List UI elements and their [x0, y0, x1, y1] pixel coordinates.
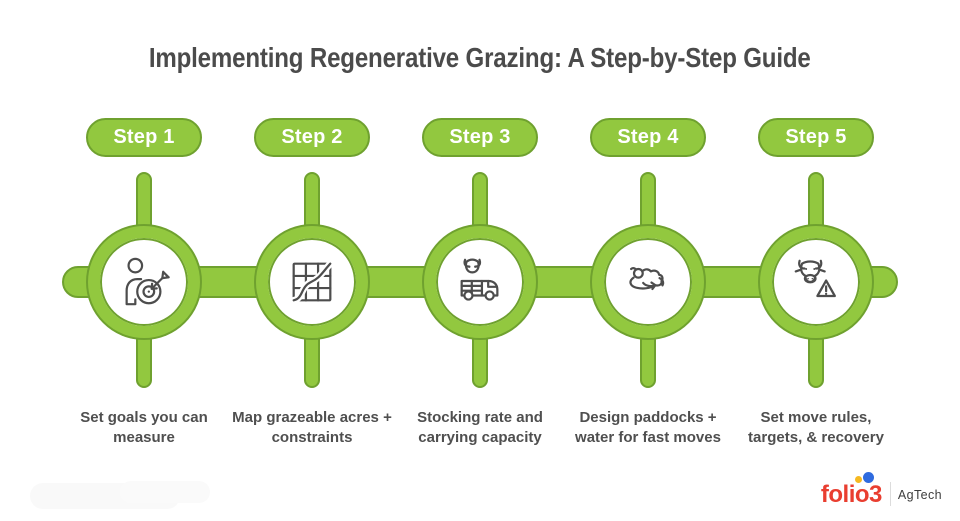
step-column-4: Step 4 Design paddocks + water for fast …: [564, 0, 732, 521]
step-2-pill: Step 2: [254, 118, 370, 157]
map-grid-route-icon: [290, 260, 334, 304]
folio3-agtech-logo: folio3 AgTech: [820, 472, 942, 508]
watermark-blob-2: [120, 481, 210, 503]
step-5-circle: [760, 226, 872, 338]
page-title: Implementing Regenerative Grazing: A Ste…: [149, 42, 811, 73]
cow-alert-icon: [794, 259, 836, 298]
step-column-2: Step 2 Map grazeable acres + constraints: [228, 0, 396, 521]
step-column-5: Step 5 Set move rules, targets, & recove…: [732, 0, 900, 521]
step-column-3: Step 3 Stocking rate and carrying capaci…: [396, 0, 564, 521]
logo-brand-text: folio3: [820, 481, 883, 508]
step-column-1: Step 1 Set goals you can measure: [60, 0, 228, 521]
sheep-rotation-icon: [629, 267, 665, 291]
step-3-description: Stocking rate and carrying capacity: [417, 409, 543, 447]
step-3-label: Step 3: [449, 126, 511, 148]
logo-blue-dot: [862, 472, 874, 483]
step-1-circle: [88, 226, 200, 338]
person-target-goal-icon: [125, 257, 170, 306]
folio3-wordmark: folio3: [820, 472, 883, 508]
step-4-description: Design paddocks + water for fast moves: [575, 409, 721, 447]
logo-yellow-dot: [854, 476, 862, 483]
step-1-label: Step 1: [113, 126, 175, 148]
livestock-truck-icon: [460, 258, 499, 301]
step-2-description: Map grazeable acres + constraints: [232, 409, 392, 447]
step-2-label: Step 2: [281, 126, 343, 148]
step-3-circle: [424, 226, 536, 338]
step-2-circle: [256, 226, 368, 338]
logo-suffix-text: AgTech: [897, 488, 942, 502]
step-1-description: Set goals you can measure: [80, 409, 208, 447]
step-3-pill: Step 3: [422, 118, 538, 157]
step-4-circle: [592, 226, 704, 338]
step-5-pill: Step 5: [758, 118, 874, 157]
logo-divider: [889, 482, 891, 506]
step-5-label: Step 5: [785, 126, 847, 148]
step-1-pill: Step 1: [86, 118, 202, 157]
step-4-pill: Step 4: [590, 118, 706, 157]
step-4-label: Step 4: [617, 126, 679, 148]
step-5-description: Set move rules, targets, & recovery: [748, 409, 884, 447]
